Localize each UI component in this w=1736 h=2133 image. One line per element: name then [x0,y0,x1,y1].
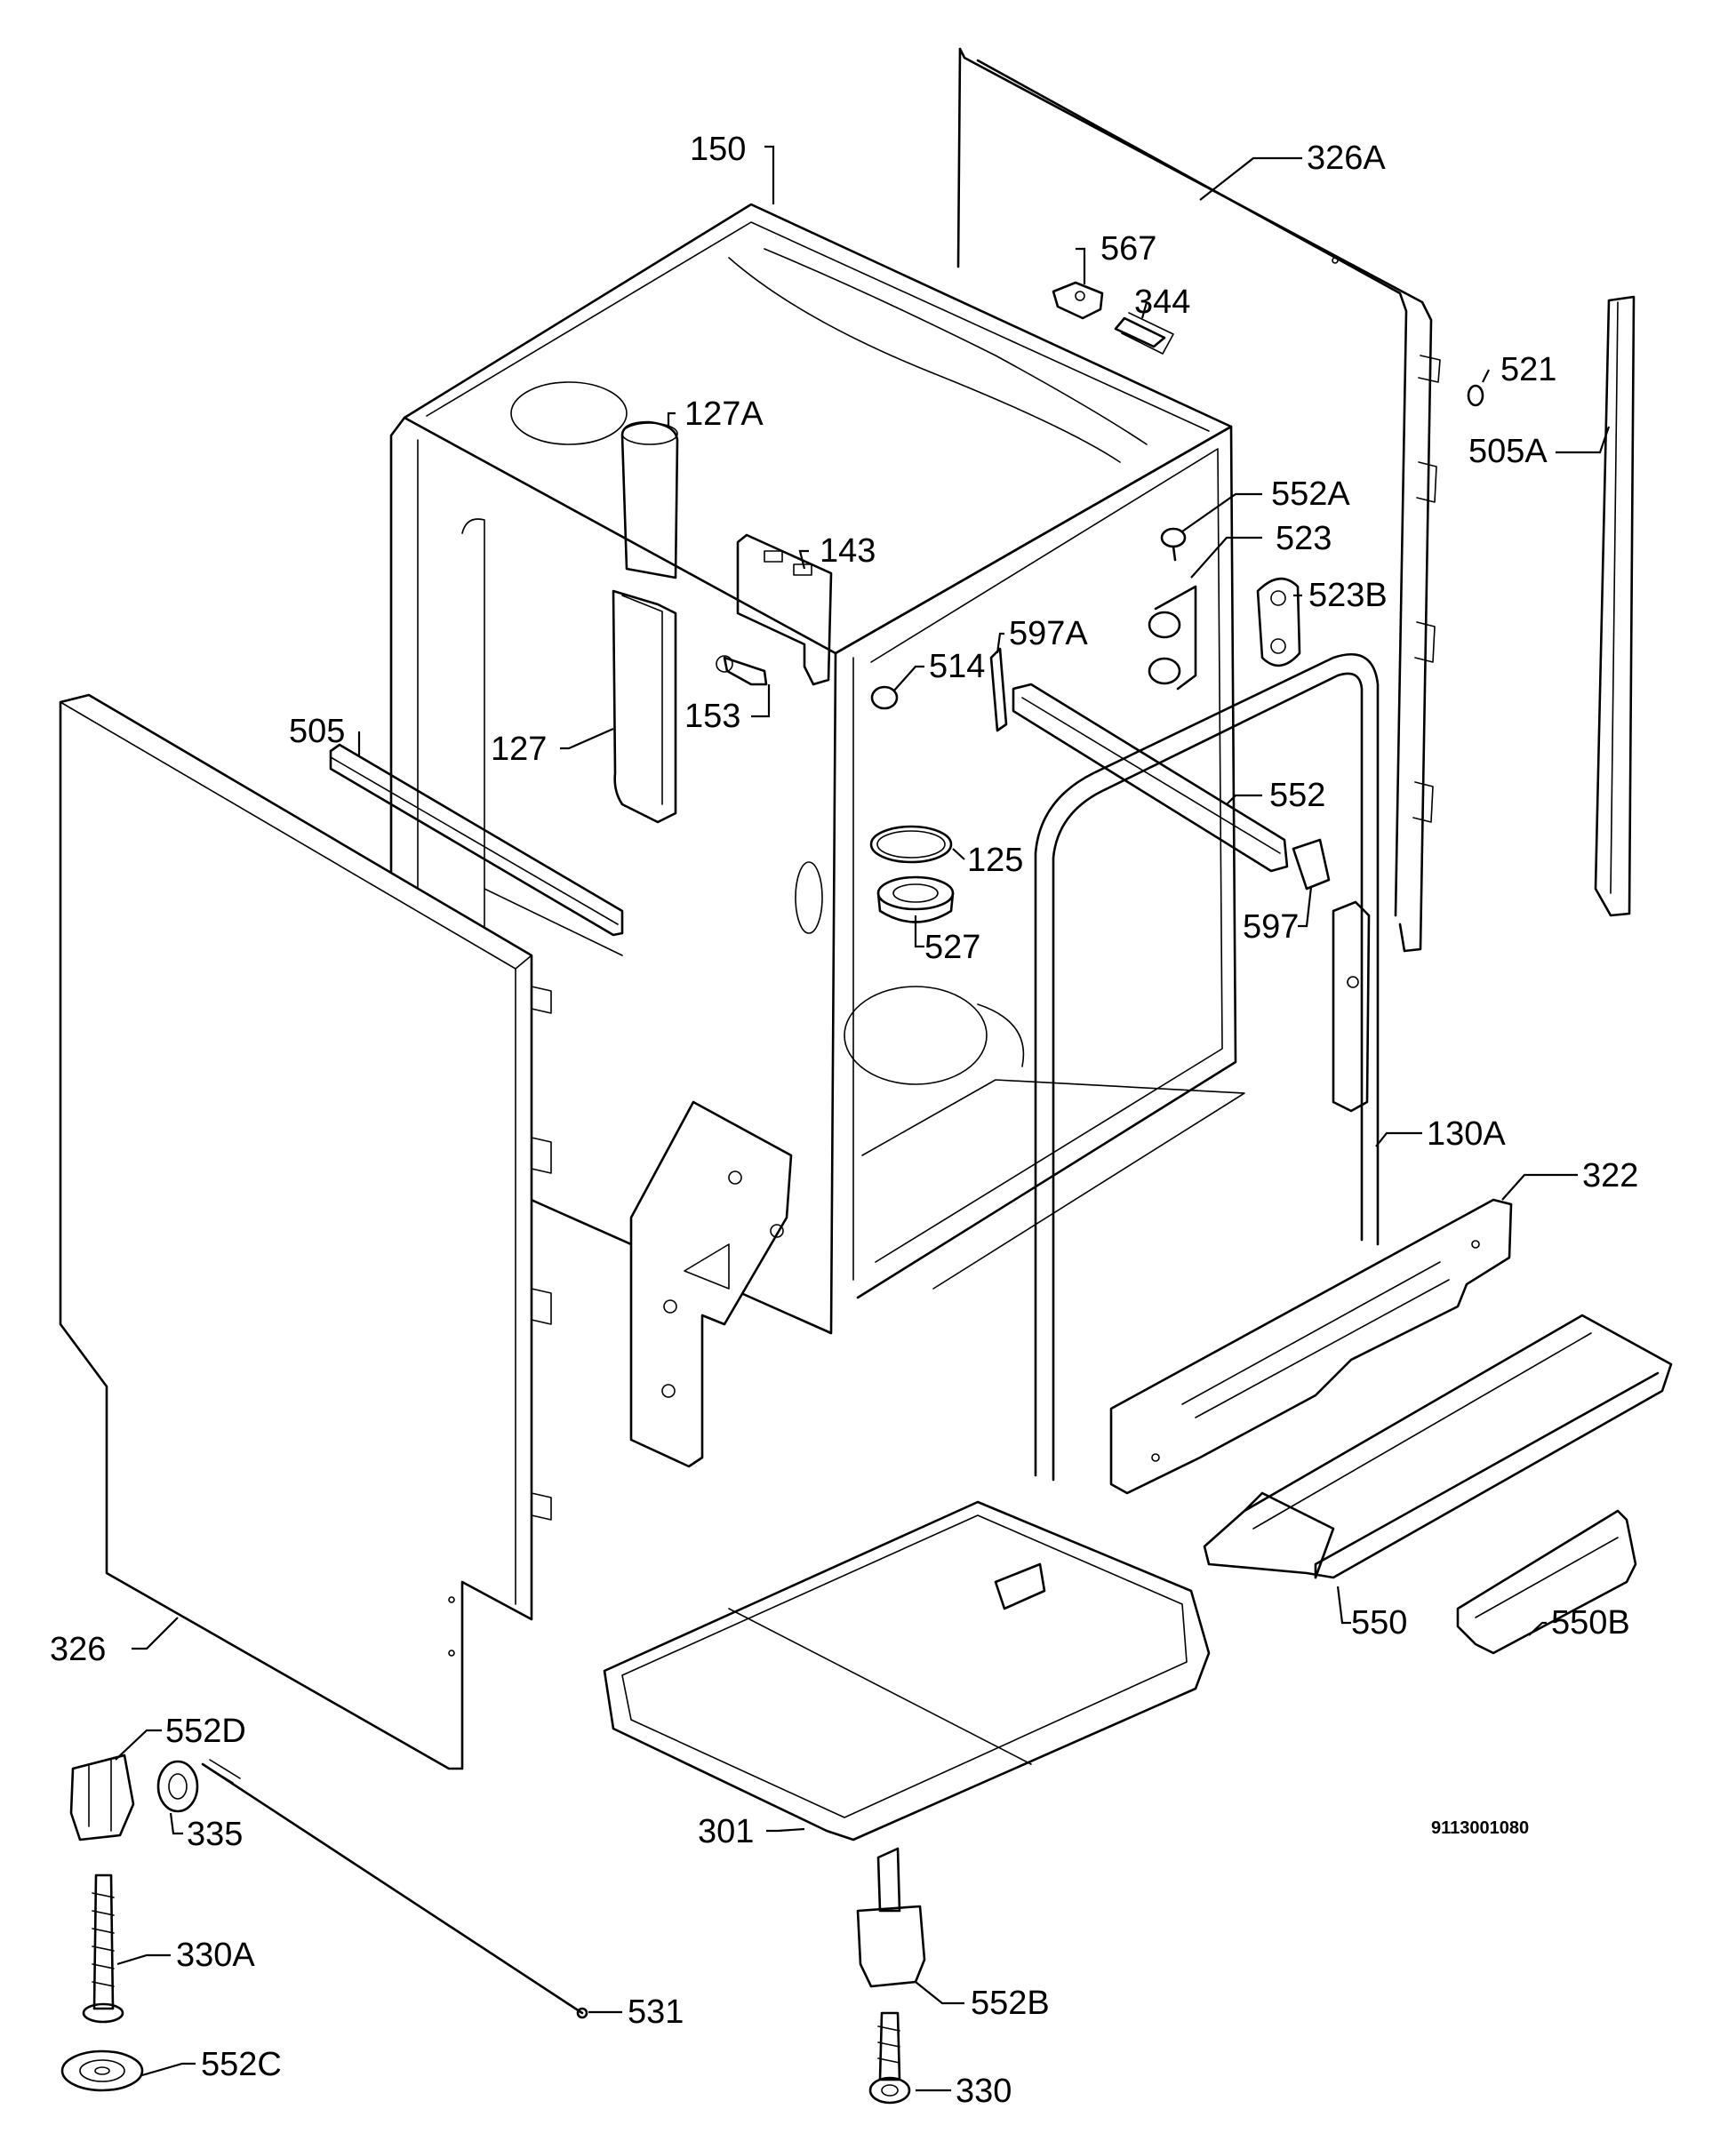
label-127A: 127A [684,395,764,433]
leader-lines [115,145,1611,2092]
adjuster-552B [856,1847,926,1988]
label-505: 505 [289,713,345,750]
label-514: 514 [929,648,985,685]
screw-330A [82,1873,124,2024]
nut-514 [870,685,899,710]
plug-521 [1467,384,1484,407]
label-344: 344 [1134,284,1190,321]
label-550: 550 [1351,1604,1407,1642]
base-strip-322 [1109,1198,1513,1495]
right-hinge-plate [1332,900,1371,1113]
label-523: 523 [1276,520,1332,557]
door-seal [1034,653,1380,1482]
nut-527 [876,875,955,923]
part-labels: 150 326A 567 344 521 505A 127A 552A 523 … [50,131,1638,2110]
end-cap-597 [1292,838,1331,891]
foot-552C [60,2049,144,2092]
left-side-panel [59,693,552,1770]
label-301: 301 [698,1813,754,1850]
label-125: 125 [967,842,1023,879]
label-550B: 550B [1551,1604,1630,1642]
label-330A: 330A [176,1937,255,1974]
label-322: 322 [1582,1157,1638,1194]
rod-531 [201,1759,588,2019]
label-130A: 130A [1427,1115,1506,1153]
side-trim-strip [1594,295,1636,917]
label-143: 143 [820,532,876,570]
label-552A: 552A [1271,475,1350,513]
label-505A: 505A [1468,433,1548,470]
clip-597A [989,647,1008,732]
label-153: 153 [684,698,740,735]
label-552C: 552C [201,2046,282,2083]
label-335: 335 [187,1816,243,1853]
label-567: 567 [1100,230,1156,268]
rail-552 [1012,683,1289,873]
label-527: 527 [924,929,980,966]
grommet-523 [1148,585,1197,691]
adjuster-552D [69,1754,135,1841]
screw-153 [716,655,768,686]
clip-567 [1052,281,1104,320]
trim-strip [329,743,624,937]
label-326A: 326A [1307,140,1386,177]
base-tray [603,1500,1211,1841]
label-150: 150 [690,131,746,168]
label-552B: 552B [971,1985,1050,2022]
grommet-523B [1256,577,1301,667]
label-552D: 552D [165,1713,246,1750]
label-330: 330 [956,2073,1012,2110]
screw-330 [868,2011,911,2105]
label-597: 597 [1243,908,1299,946]
bracket-550B [1456,1509,1637,1655]
cap-552A [1160,527,1187,562]
seal-ring-125 [869,825,953,864]
spring-344 [1114,312,1174,355]
label-523B: 523B [1308,577,1388,614]
label-597A: 597A [1009,615,1088,652]
air-duct [612,420,679,824]
label-127: 127 [491,731,547,768]
label-326: 326 [50,1631,106,1668]
toe-board-550 [1203,1314,1673,1579]
back-frame [956,47,1441,953]
tub-body [389,203,1245,1335]
gear-335 [156,1760,199,1813]
label-521: 521 [1500,351,1556,388]
label-552: 552 [1269,777,1325,814]
diagram-code: 9113001080 [1431,1818,1529,1838]
bracket-143 [736,533,833,686]
hinge-bracket [629,1100,793,1468]
label-531: 531 [628,1993,684,2031]
